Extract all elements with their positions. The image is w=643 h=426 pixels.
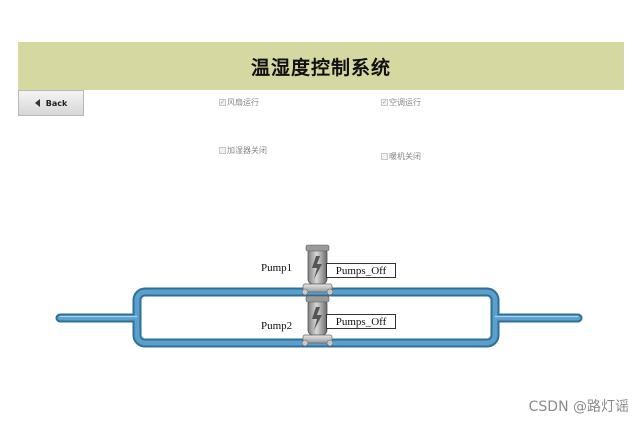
- pump2-status: Pumps_Off: [326, 314, 396, 329]
- checkbox-checked-icon: ✓: [381, 99, 388, 106]
- pump2-label: Pump2: [261, 320, 293, 332]
- back-arrow-icon: [34, 99, 40, 107]
- checkbox-checked-icon: ✓: [219, 99, 226, 106]
- pump1-label: Pump1: [261, 262, 293, 274]
- checkbox-unchecked-icon: [381, 153, 388, 160]
- ac-checkbox-label: 空调运行: [389, 98, 421, 107]
- ac-checkbox[interactable]: ✓ 空调运行: [381, 97, 421, 108]
- title-bar: 温湿度控制系统: [18, 42, 624, 90]
- page-title: 温湿度控制系统: [250, 56, 391, 79]
- pump1-status: Pumps_Off: [326, 263, 396, 278]
- checkbox-unchecked-icon: [219, 147, 226, 154]
- watermark: CSDN @路灯谣: [528, 399, 629, 415]
- heater-checkbox[interactable]: 暖机关闭: [381, 151, 421, 162]
- humidifier-checkbox[interactable]: 加湿器关闭: [219, 145, 267, 156]
- humidifier-checkbox-label: 加湿器关闭: [227, 146, 267, 155]
- fan-checkbox-label: 风扇运行: [227, 98, 259, 107]
- heater-checkbox-label: 暖机关闭: [389, 152, 421, 161]
- fan-checkbox[interactable]: ✓ 风扇运行: [219, 97, 259, 108]
- back-button-label: Back: [45, 98, 68, 108]
- back-button[interactable]: Back: [18, 90, 84, 116]
- pump1-icon: [301, 244, 334, 296]
